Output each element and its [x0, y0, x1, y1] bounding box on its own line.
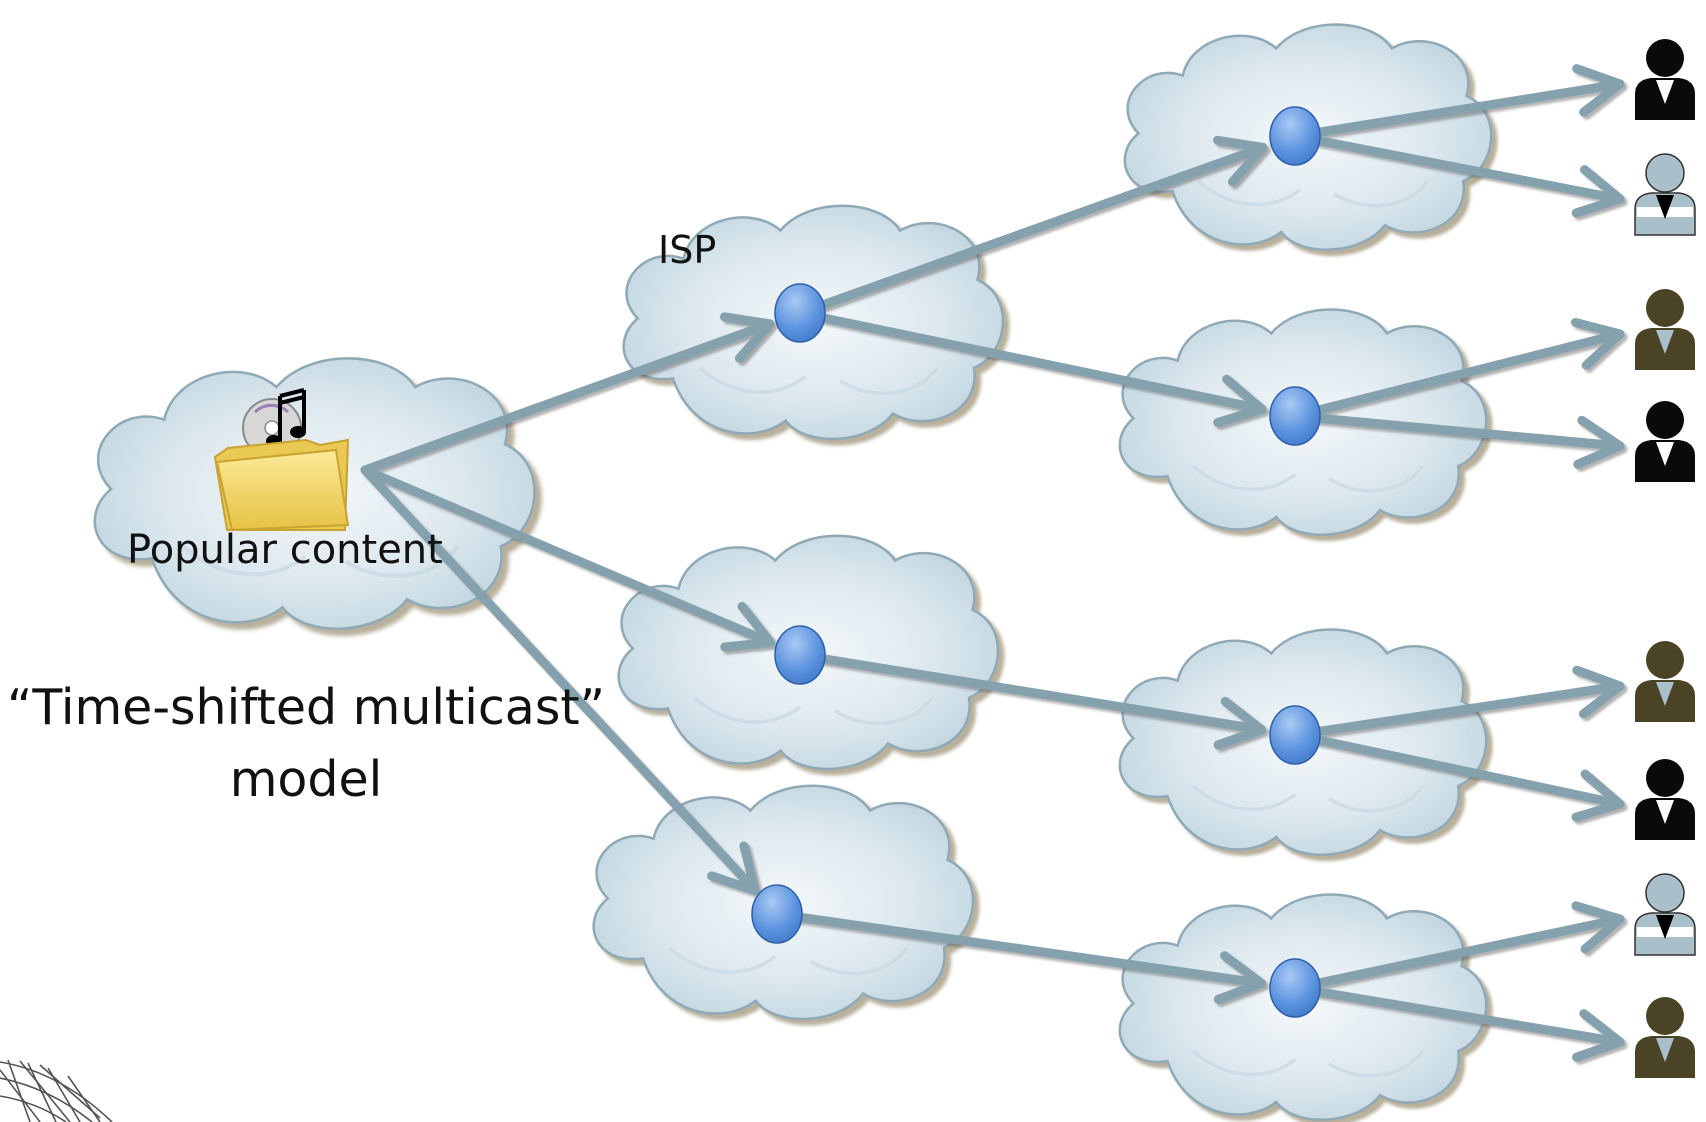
arrow-isp-1b-user-1	[1290, 411, 1625, 469]
arrow-isp-3a-user-0	[1290, 901, 1625, 993]
arrow-isp-3-isp-3a	[772, 909, 1266, 1004]
user-layer	[1634, 39, 1696, 1078]
model-caption: “Time-shifted multicast” model	[0, 672, 612, 816]
user-person-icon	[1635, 997, 1695, 1078]
arrow-layer	[360, 64, 1625, 1062]
arrow-isp-1a-user-0	[1290, 64, 1625, 141]
user-person-icon	[1634, 153, 1696, 236]
arrow-root-isp-1	[360, 312, 775, 475]
geodesic-dome-icon	[0, 1059, 113, 1122]
arrow-isp-2-isp-2a	[795, 650, 1266, 750]
user-person-icon	[1635, 39, 1695, 120]
user-person-icon	[1635, 641, 1695, 722]
model-caption-line1: “Time-shifted multicast”	[7, 679, 605, 736]
router-node-icon	[1269, 958, 1321, 1018]
arrow-isp-3a-user-1	[1290, 983, 1625, 1062]
user-person-icon	[1634, 873, 1696, 956]
arrow-isp-1-isp-1b	[795, 308, 1267, 427]
arrow-root-isp-3	[360, 465, 760, 896]
router-node-icon	[1269, 705, 1321, 765]
popular-content-label: Popular content	[127, 527, 443, 573]
isp-label: ISP	[658, 228, 717, 272]
user-person-icon	[1635, 759, 1695, 840]
model-caption-line2: model	[229, 751, 383, 808]
router-node-icon	[751, 884, 803, 944]
arrow-isp-1b-user-0	[1290, 317, 1625, 421]
music-folder-icon	[213, 388, 350, 532]
router-node-icon	[1269, 106, 1321, 166]
arrow-isp-2a-user-1	[1290, 730, 1625, 822]
router-node-icon	[774, 283, 826, 343]
router-node-icon	[774, 625, 826, 685]
node-layer	[751, 106, 1321, 1018]
user-person-icon	[1635, 289, 1695, 370]
arrow-root-isp-2	[360, 465, 776, 652]
arrow-isp-1-isp-1a	[795, 135, 1268, 318]
router-node-icon	[1269, 386, 1321, 446]
arrow-isp-1a-user-1	[1290, 131, 1625, 218]
arrow-isp-2a-user-0	[1290, 665, 1625, 740]
user-person-icon	[1635, 401, 1695, 482]
